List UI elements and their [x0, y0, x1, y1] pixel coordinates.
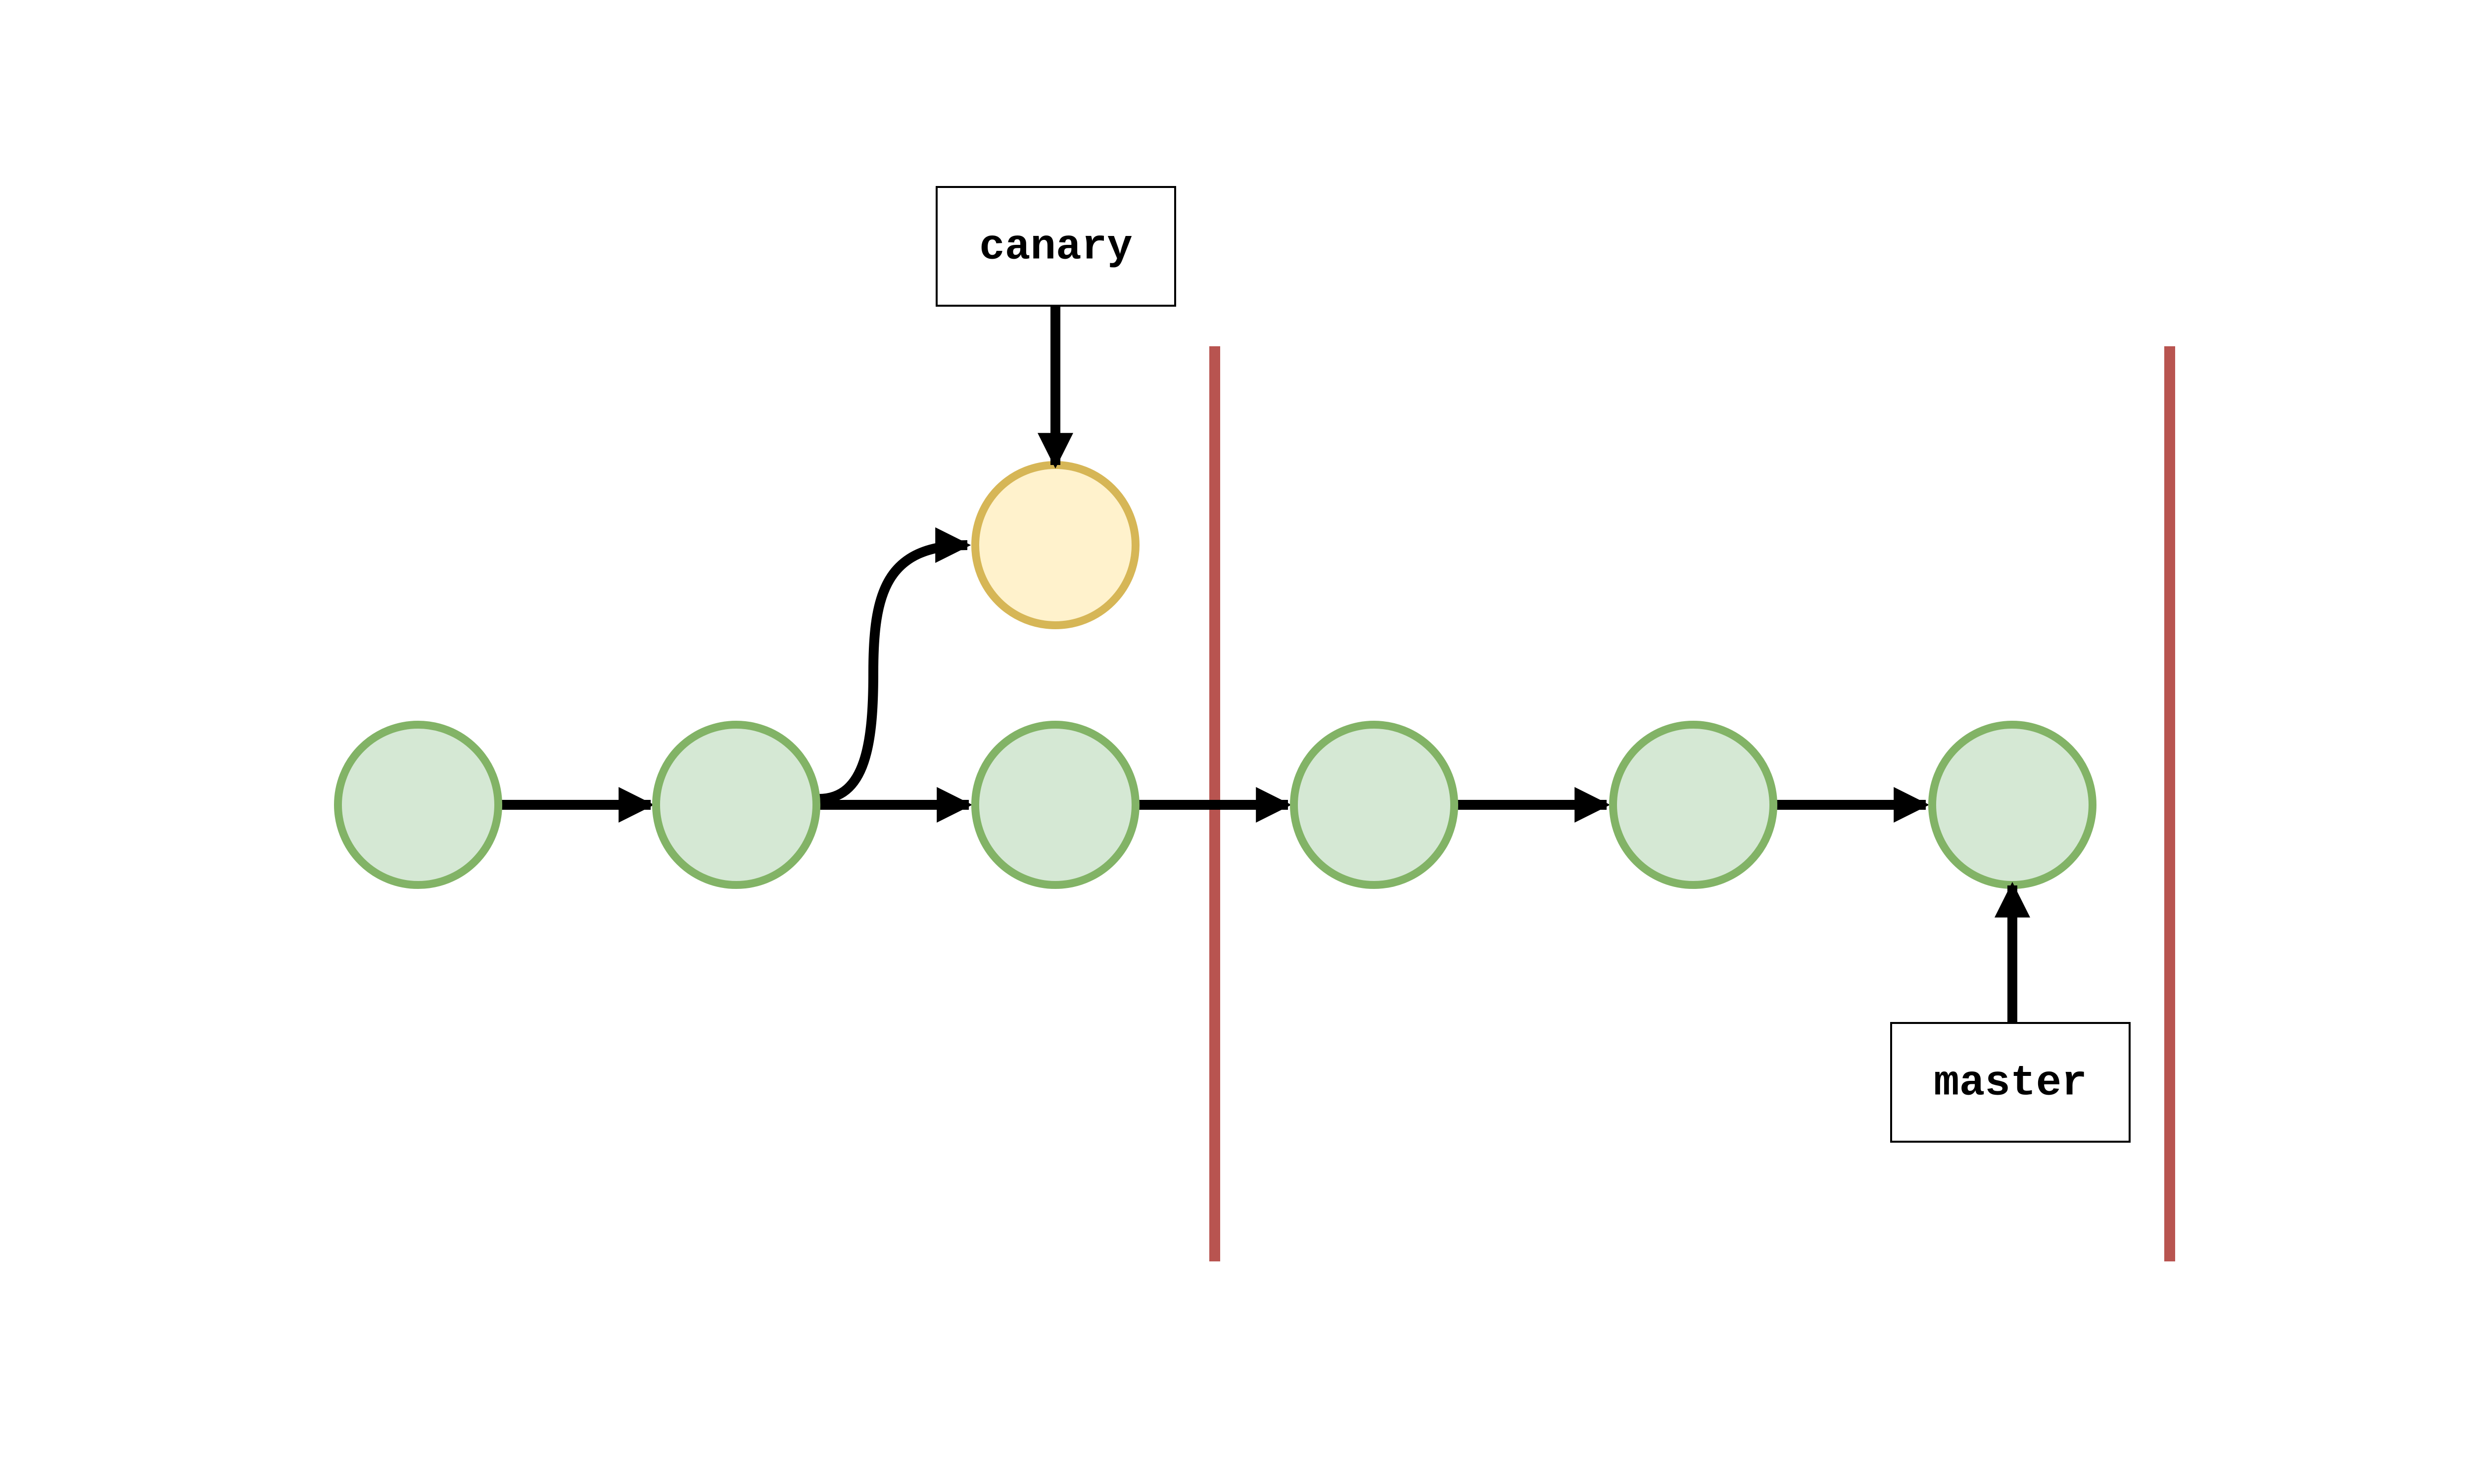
canary-branch-label[interactable]: canary: [936, 186, 1176, 307]
commit-node[interactable]: [971, 721, 1140, 889]
canary-label-box: [936, 186, 1176, 307]
master-branch-label[interactable]: master: [1890, 1022, 2131, 1143]
edge-c2-canary: [818, 527, 971, 804]
commit-node[interactable]: [652, 721, 820, 889]
commit-node[interactable]: [1290, 721, 1458, 889]
commit-edges: [500, 527, 1930, 823]
commit-node[interactable]: [334, 721, 502, 889]
commit-node[interactable]: [1609, 721, 1777, 889]
master-commits: [334, 721, 2096, 889]
master-label-text: master: [1934, 1059, 2087, 1108]
commit-node-master-head[interactable]: [1928, 721, 2096, 889]
canary-label-text: canary: [979, 223, 1133, 272]
canary-commit-node[interactable]: [971, 461, 1140, 629]
master-label-box: [1890, 1022, 2131, 1143]
